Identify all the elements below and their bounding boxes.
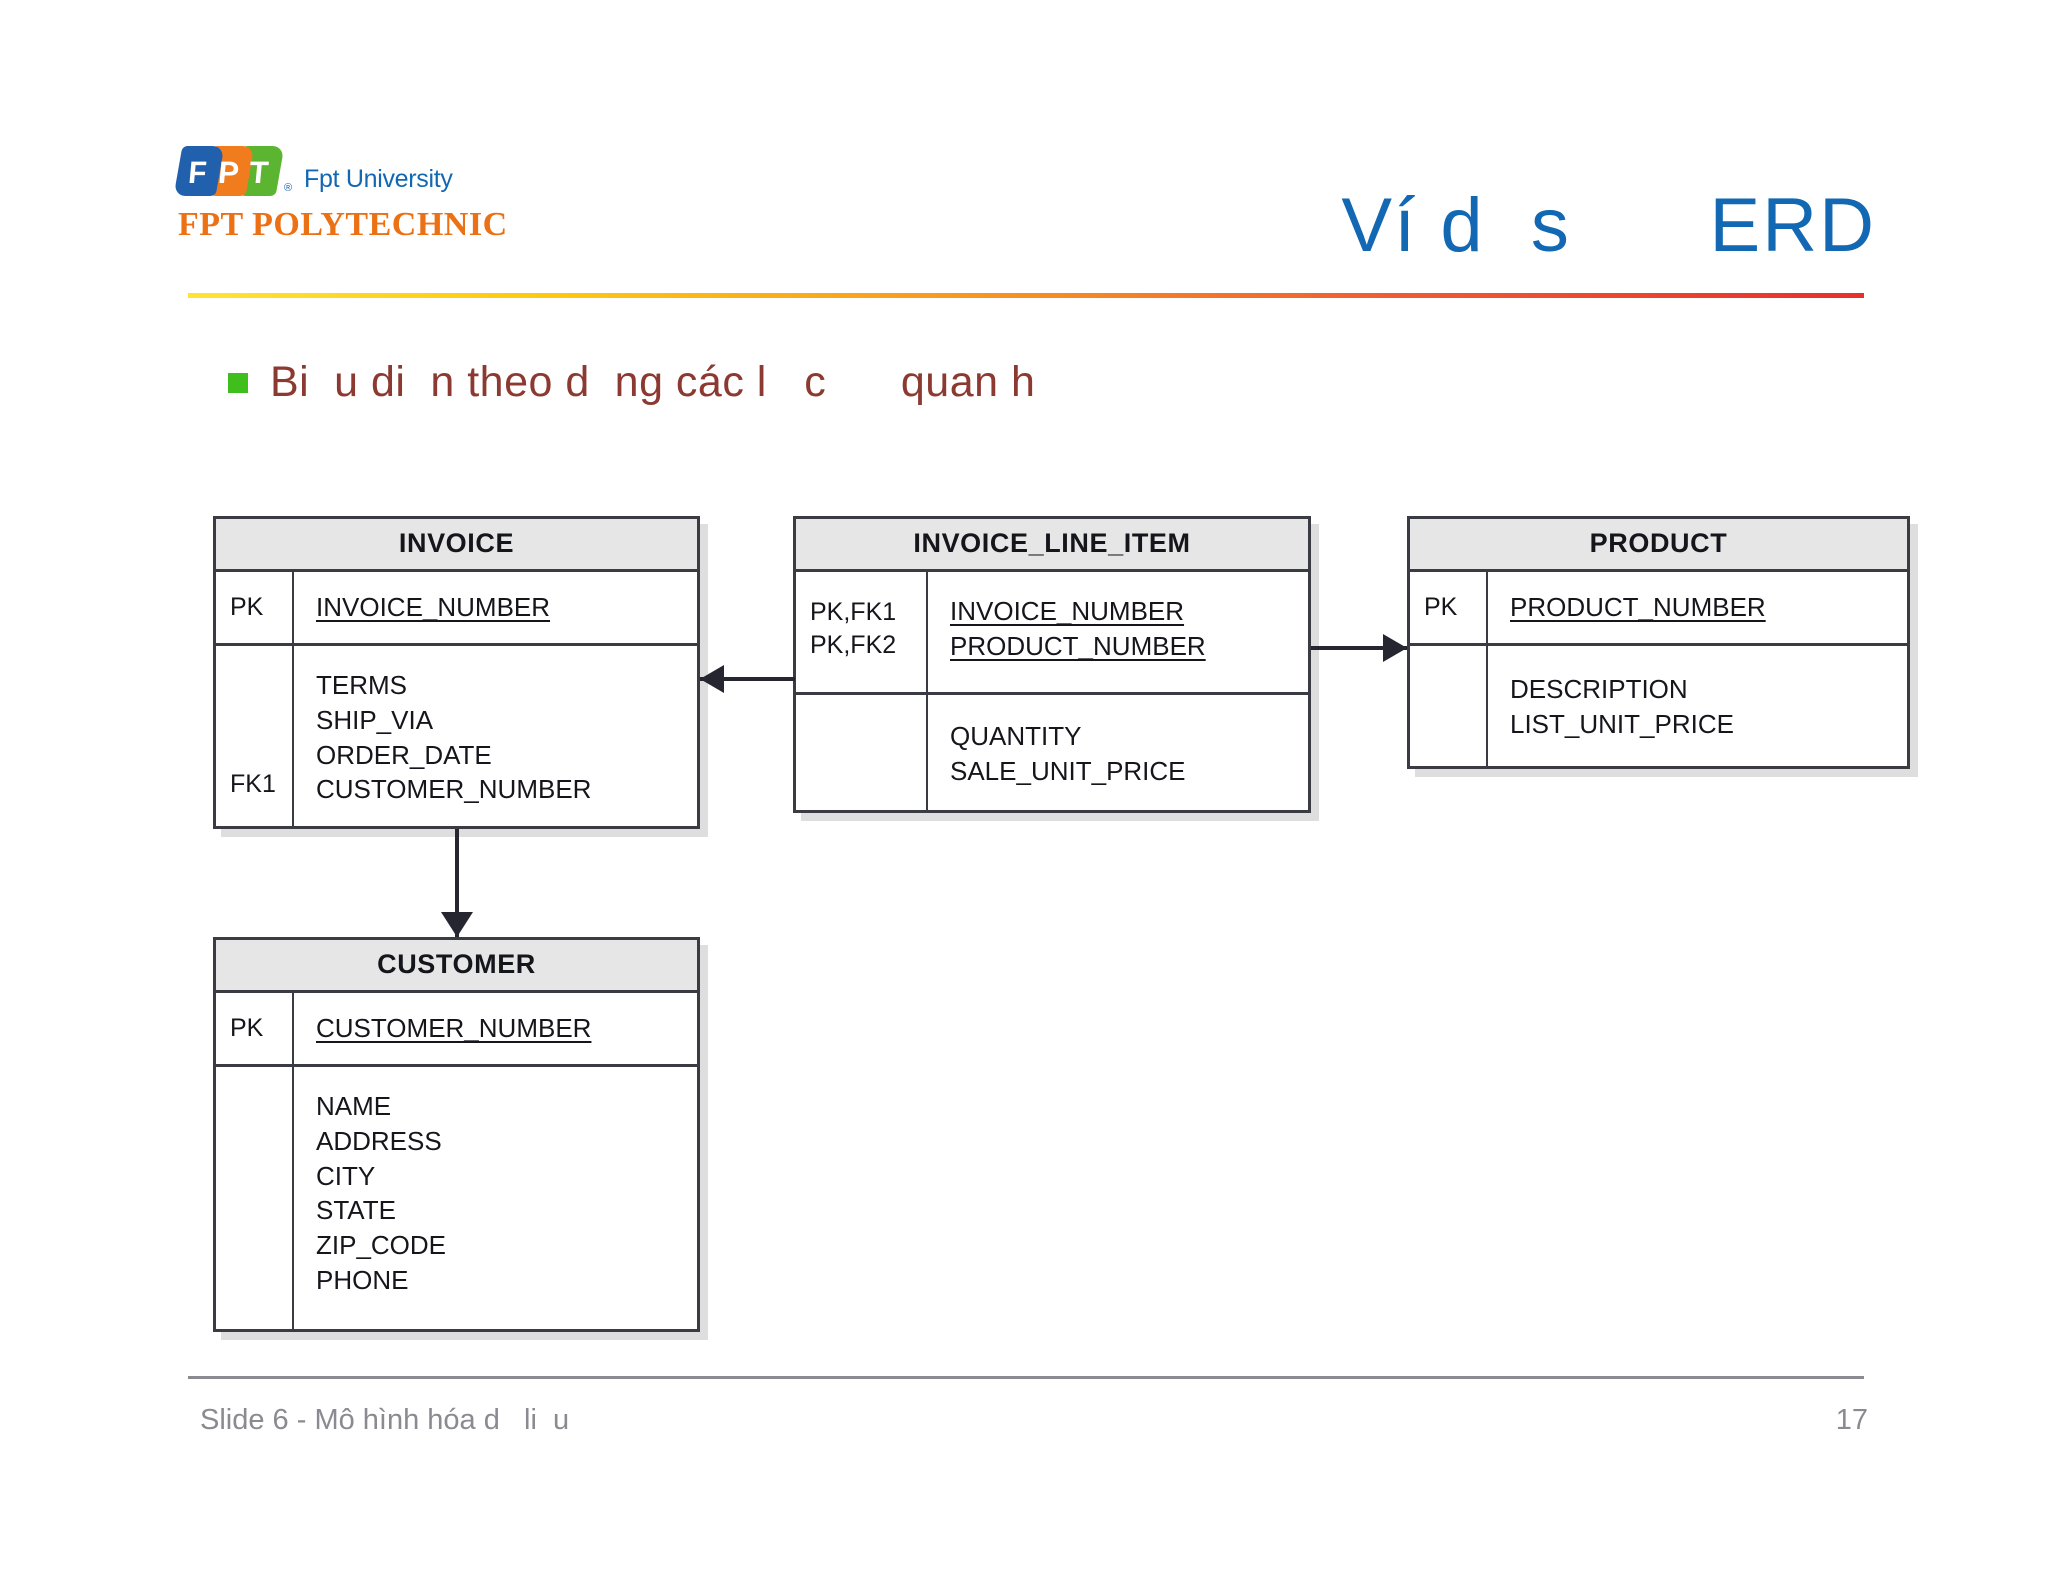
entity-product-title: PRODUCT — [1410, 519, 1907, 572]
key-column — [796, 695, 928, 813]
attribute-state: STATE — [316, 1195, 396, 1226]
entity-ili-attr-section: QUANTITY SALE_UNIT_PRICE — [796, 692, 1308, 813]
footer-text: Slide 6 - Mô hình hóa d li u — [200, 1404, 570, 1436]
relationship-line-invoice-to-customer — [455, 829, 459, 937]
registered-trademark-icon: ® — [284, 182, 293, 194]
attribute-invoice-number: INVOICE_NUMBER — [950, 596, 1185, 626]
entity-customer-attr-section: NAME ADDRESS CITY STATE ZIP_CODE PHONE — [216, 1064, 697, 1330]
entity-invoice-line-item[interactable]: INVOICE_LINE_ITEM PK,FK1 PK,FK2 INVOICE_… — [793, 516, 1311, 813]
entity-invoice-attr-section: FK1 TERMS SHIP_VIA ORDER_DATE CUSTOMER_N… — [216, 643, 697, 827]
entity-invoice-pk-section: PK INVOICE_NUMBER — [216, 572, 697, 643]
entity-ili-pk-section: PK,FK1 PK,FK2 INVOICE_NUMBER PRODUCT_NUM… — [796, 572, 1308, 692]
key-label: PK — [230, 1014, 264, 1042]
attribute-city: CITY — [316, 1160, 376, 1191]
attribute-column: TERMS SHIP_VIA ORDER_DATE CUSTOMER_NUMBE… — [294, 646, 697, 827]
entity-invoice-line-item-body: PK,FK1 PK,FK2 INVOICE_NUMBER PRODUCT_NUM… — [796, 572, 1308, 813]
fpt-logo: F P T ® Fpt University FPT POLYTECHNIC — [173, 140, 598, 244]
key-label: PK,FK2 — [810, 631, 897, 659]
page-number: 17 — [1835, 1404, 1868, 1436]
header-gradient-divider — [188, 293, 1864, 298]
bullet-row: Bi u di n theo d ng các l c quan h — [228, 358, 1035, 407]
logo-letter-f: F — [186, 155, 209, 190]
logo-letter-p: P — [216, 155, 241, 190]
attribute-phone: PHONE — [316, 1265, 409, 1296]
key-column — [1410, 646, 1488, 767]
relationship-arrow-product — [1383, 634, 1407, 662]
bullet-text: Bi u di n theo d ng các l c quan h — [270, 358, 1036, 406]
attribute-column: CUSTOMER_NUMBER — [294, 993, 697, 1064]
logo-university-text: Fpt University — [304, 165, 453, 193]
entity-customer-body: PK CUSTOMER_NUMBER NAME ADDRESS CITY STA… — [216, 993, 697, 1330]
attribute-sale-unit-price: SALE_UNIT_PRICE — [950, 756, 1186, 786]
attribute-column: NAME ADDRESS CITY STATE ZIP_CODE PHONE — [294, 1067, 697, 1330]
entity-invoice[interactable]: INVOICE PK INVOICE_NUMBER FK1 TERMS SHIP… — [213, 516, 700, 829]
page-title: Ví d s ERD — [1341, 183, 1876, 268]
key-column: PK — [216, 993, 294, 1064]
entity-product[interactable]: PRODUCT PK PRODUCT_NUMBER DESCRIPTION LI… — [1407, 516, 1910, 769]
relationship-line-ili-to-product — [1311, 646, 1407, 650]
bullet-square-icon — [228, 372, 248, 393]
attribute-order-date: ORDER_DATE — [316, 739, 492, 770]
attribute-customer-number: CUSTOMER_NUMBER — [316, 1013, 592, 1044]
logo-mark-row: F P T ® Fpt University — [173, 140, 598, 198]
key-column — [216, 1067, 294, 1330]
key-column: PK,FK1 PK,FK2 — [796, 572, 928, 692]
entity-invoice-body: PK INVOICE_NUMBER FK1 TERMS SHIP_VIA ORD… — [216, 572, 697, 827]
key-label: FK1 — [230, 770, 276, 798]
attribute-column: INVOICE_NUMBER PRODUCT_NUMBER — [928, 572, 1308, 692]
attribute-product-number: PRODUCT_NUMBER — [1510, 592, 1766, 623]
attribute-name: NAME — [316, 1091, 392, 1121]
key-label: PK — [230, 593, 264, 621]
key-label: PK — [1424, 593, 1458, 621]
attribute-list-unit-price: LIST_UNIT_PRICE — [1510, 708, 1734, 739]
relationship-line-ili-to-invoice — [700, 677, 795, 681]
entity-product-attr-section: DESCRIPTION LIST_UNIT_PRICE — [1410, 643, 1907, 767]
attribute-product-number: PRODUCT_NUMBER — [950, 630, 1206, 661]
attribute-address: ADDRESS — [316, 1125, 442, 1156]
entity-customer[interactable]: CUSTOMER PK CUSTOMER_NUMBER NAME ADDRESS… — [213, 937, 700, 1332]
entity-product-pk-section: PK PRODUCT_NUMBER — [1410, 572, 1907, 643]
logo-letter-t: T — [247, 155, 270, 190]
attribute-column: QUANTITY SALE_UNIT_PRICE — [928, 695, 1308, 813]
key-label: PK,FK1 — [810, 598, 897, 626]
attribute-column: PRODUCT_NUMBER — [1488, 572, 1907, 643]
footer-divider — [188, 1376, 1864, 1379]
key-column: PK — [216, 572, 294, 643]
relationship-arrow-invoice — [700, 665, 724, 693]
entity-invoice-title: INVOICE — [216, 519, 697, 572]
attribute-ship-via: SHIP_VIA — [316, 704, 434, 735]
attribute-column: INVOICE_NUMBER — [294, 572, 697, 643]
logo-polytechnic-text: FPT POLYTECHNIC — [178, 206, 508, 243]
slide-header: F P T ® Fpt University FPT POLYTECHNIC V… — [0, 0, 2048, 310]
attribute-column: DESCRIPTION LIST_UNIT_PRICE — [1488, 646, 1907, 767]
entity-customer-title: CUSTOMER — [216, 940, 697, 993]
entity-invoice-line-item-title: INVOICE_LINE_ITEM — [796, 519, 1308, 572]
entity-product-body: PK PRODUCT_NUMBER DESCRIPTION LIST_UNIT_… — [1410, 572, 1907, 767]
relationship-arrow-customer — [441, 912, 473, 937]
entity-customer-pk-section: PK CUSTOMER_NUMBER — [216, 993, 697, 1064]
key-column: PK — [1410, 572, 1488, 643]
attribute-invoice-number: INVOICE_NUMBER — [316, 592, 551, 623]
attribute-zip-code: ZIP_CODE — [316, 1230, 447, 1261]
attribute-customer-number: CUSTOMER_NUMBER — [316, 774, 592, 805]
attribute-quantity: QUANTITY — [950, 721, 1082, 752]
attribute-description: DESCRIPTION — [1510, 673, 1688, 704]
fpt-logo-mark-icon: F P T ® — [173, 146, 293, 198]
key-column: FK1 — [216, 646, 294, 827]
attribute-terms: TERMS — [316, 670, 407, 700]
